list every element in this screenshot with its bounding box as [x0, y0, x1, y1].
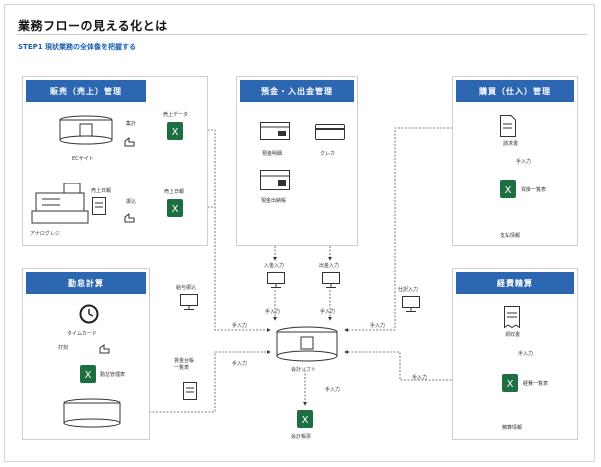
svg-text:X: X [172, 127, 179, 138]
core-label: 会計ソフト [291, 367, 317, 373]
receipt-icon [504, 306, 520, 328]
hand-input-right-a-label: 手入力 [370, 323, 386, 329]
monitor-icon-b [322, 272, 340, 288]
hand-icon [124, 137, 135, 147]
excel-icon-f: X [502, 374, 518, 392]
hand-input-right-b-label: 手入力 [412, 375, 428, 381]
svg-text:X: X [505, 185, 512, 196]
panel-expense [452, 268, 578, 440]
accounting-db-icon [276, 326, 338, 362]
document-icon-b [183, 382, 197, 400]
sales-data-label: 売上データ [163, 112, 189, 118]
slide-frame [4, 4, 595, 462]
transfer-label-a: 振込 [126, 199, 137, 205]
panel-purchase [452, 76, 578, 246]
excel-expense-label: 経費一覧表 [523, 381, 549, 387]
ec-site-icon [59, 115, 113, 145]
line-purchase-to-core [344, 127, 470, 332]
panel-sales-header: 販売（売上）管理 [26, 80, 146, 102]
payroll-db-icon [63, 398, 121, 428]
expense-info-label: 精算情報 [502, 425, 523, 431]
bank-statement-icon [260, 122, 290, 140]
hand-input-label: 手入力 [516, 159, 532, 165]
panel-attendance-header: 勤怠計算 [26, 272, 146, 294]
ledger-icon [260, 170, 290, 190]
hand-input-mid-a-label: 手入力 [265, 309, 281, 315]
excel-icon-c: X [500, 180, 516, 198]
line-exp-to-core [344, 350, 490, 381]
page-title: 業務フローの見える化とは [18, 19, 168, 33]
excel-payroll-label: 勤怠管理表 [100, 372, 126, 378]
credit-card-icon [315, 124, 345, 140]
hand-input-core-label: 手入力 [325, 387, 341, 393]
excel-icon-e: X [297, 410, 313, 428]
excel-icon-d: X [80, 365, 96, 383]
excel-icon-b: X [167, 199, 183, 217]
title-rule [17, 34, 587, 35]
cash-register-icon [31, 183, 89, 224]
invoice-icon [500, 115, 516, 137]
time-card-label: タイムカード [67, 331, 97, 337]
svg-text:X: X [172, 204, 179, 215]
hand-icon-c [99, 344, 110, 354]
panel-purchase-header: 購買（仕入）管理 [456, 80, 574, 102]
out-excel-label: 会計帳票 [291, 434, 312, 440]
excel-icon: X [167, 122, 183, 140]
receipt-label: 領収書 [505, 332, 521, 338]
hand-input-mid-b-label: 手入力 [320, 309, 336, 315]
hand-icon-b [124, 213, 135, 223]
svg-text:X: X [302, 415, 309, 426]
withdraw-entry-label: 出金入力 [319, 263, 340, 269]
panel-deposit-header: 預金・入出金管理 [240, 80, 354, 102]
ec-site-label: ECサイト [72, 156, 94, 162]
register-log-label: 売上日報 [91, 188, 112, 194]
line-db-to-core [128, 350, 271, 413]
monitor-icon-a [267, 272, 285, 288]
tally-label: 売上日報 [164, 189, 185, 195]
ledger-label: 現金出納帳 [261, 198, 287, 204]
panel-deposit [236, 76, 358, 246]
hand-input-left-b-label: 手入力 [232, 361, 248, 367]
purchase-link-label: 仕訳入力 [398, 287, 419, 293]
bank-statement-label: 預金明細 [262, 151, 283, 157]
monitor-icon-c [180, 294, 198, 310]
hand-input-exp-label: 手入力 [518, 351, 534, 357]
aggregate-label: 集計 [126, 121, 137, 127]
panel-expense-header: 経費精算 [456, 272, 574, 294]
deposit-entry-label: 入金入力 [264, 263, 285, 269]
svg-text:X: X [85, 370, 92, 381]
transfer-info-label: 給与振込 [176, 285, 197, 291]
svg-text:X: X [507, 379, 514, 390]
excel-ledger-label: 買掛一覧表 [521, 187, 547, 193]
payroll-book-label: 賃金台帳 一覧表 [174, 358, 195, 371]
monitor-icon-d [402, 296, 420, 312]
cash-register-label: アナログレジ [30, 231, 60, 237]
clock-icon [79, 304, 99, 324]
payment-info-label: 支払情報 [500, 233, 521, 239]
document-icon [92, 197, 106, 215]
transfer-label-b: 打刻 [58, 345, 69, 351]
invoice-label: 請求書 [503, 141, 519, 147]
hand-input-left-label: 手入力 [232, 323, 248, 329]
step-heading: STEP1 現状業務の全体像を把握する [18, 43, 137, 51]
credit-card-label: クレカ [320, 151, 336, 157]
